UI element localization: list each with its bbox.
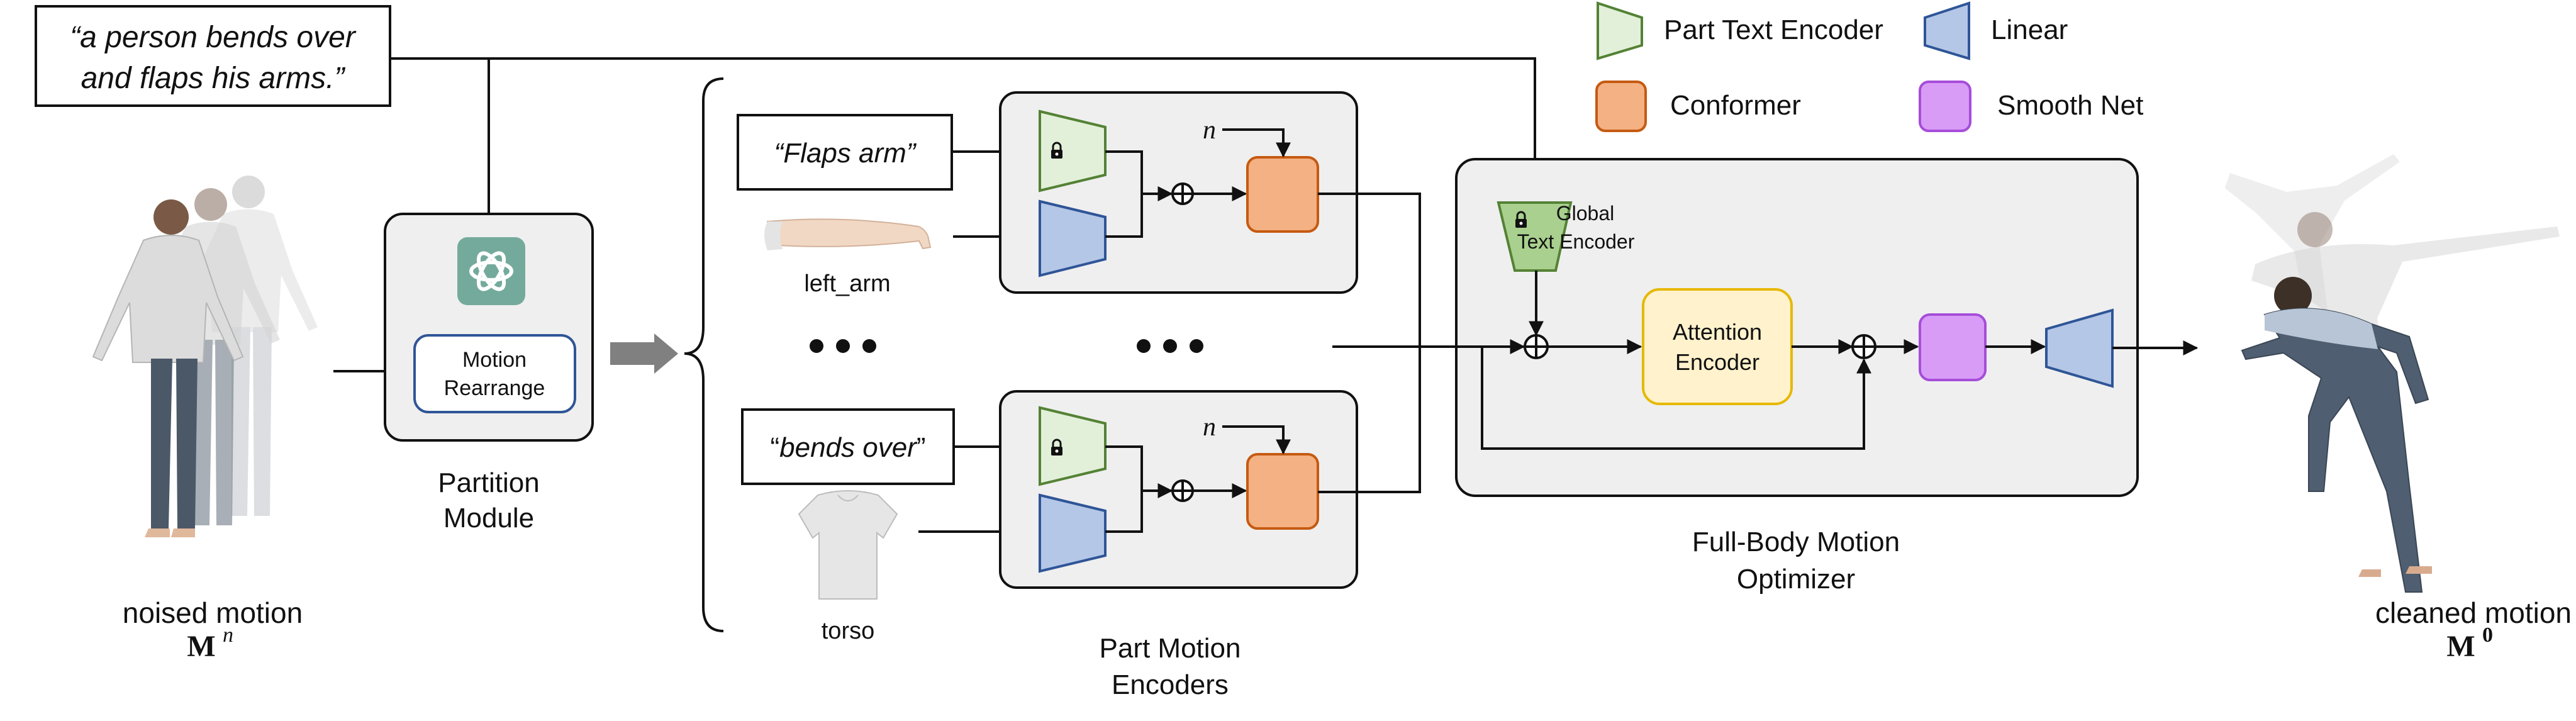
- motion-rearrange-box: [413, 334, 576, 413]
- text-prompt-line-2: and flaps his arms.”: [81, 62, 346, 95]
- attention-encoder-box: [1642, 288, 1793, 405]
- noised-motion-label: noised motion: [123, 596, 303, 629]
- prompt-to-global-encoder-line: [390, 57, 1542, 202]
- ellipsis-left: [810, 339, 876, 353]
- bottom-merge-line: [1105, 445, 1171, 533]
- skip-connection-line: [1481, 347, 1871, 450]
- top-merge-line: [1105, 150, 1171, 238]
- part-text-top: “Flaps arm”: [774, 138, 917, 169]
- motion-rearrange-label-1: Motion: [462, 348, 527, 372]
- global-encoder-label-1: Global: [1556, 202, 1615, 225]
- torso-label: torso: [822, 618, 874, 644]
- text-prompt: “a person bends over and flaps his arms.…: [35, 5, 391, 107]
- conformer-bottom-icon: [1246, 453, 1319, 530]
- ellipsis-right: [1137, 339, 1203, 353]
- full-body-optimizer: Global Text Encoder Attention Encoder: [1332, 158, 2139, 497]
- text-prompt-line-1: “a person bends over: [70, 21, 357, 54]
- attention-encoder-label-2: Encoder: [1675, 349, 1759, 375]
- partition-caption-2: Module: [443, 503, 534, 534]
- partition-caption-1: Partition: [438, 467, 539, 498]
- output-linear-icon: [2045, 308, 2114, 388]
- legend-linear-label: Linear: [1991, 14, 2068, 45]
- optimizer-panel: [1455, 158, 2139, 497]
- part-text-encoder-bottom-icon: [1039, 406, 1107, 486]
- cleaned-motion-label: cleaned motion: [2375, 596, 2572, 629]
- part-encoders-caption-2: Encoders: [1112, 669, 1229, 700]
- cleaned-motion-symbol-superscript: 0: [2482, 623, 2493, 647]
- partition-module: Motion Rearrange: [384, 213, 594, 442]
- part-text-encoder-top-icon: [1039, 109, 1107, 193]
- legend-purple-square-icon: [1919, 81, 1971, 132]
- global-encoder-label-2: Text Encoder: [1517, 230, 1635, 253]
- legend-blue-trapezoid-icon: [1924, 1, 1970, 60]
- noise-symbol-top: n: [1203, 116, 1216, 145]
- motion-rearrange-label-2: Rearrange: [444, 376, 545, 400]
- legend-part-text-encoder-label: Part Text Encoder: [1664, 14, 1883, 45]
- text-prompt-box: [35, 5, 391, 107]
- noised-figure-front: [92, 199, 244, 537]
- optimizer-add-operator-1-icon: [1524, 334, 1549, 359]
- left-arm-figure: [764, 218, 932, 250]
- bottom-add-operator-icon: [1171, 479, 1194, 502]
- cleaned-motion-symbol-base: M: [2446, 630, 2475, 663]
- part-text-bottom: “bends over”: [770, 432, 925, 463]
- attention-encoder-label-1: Attention: [1673, 319, 1762, 345]
- part-text-bottom-italic: bends over: [779, 432, 918, 463]
- optimizer-add-operator-2-icon: [1851, 334, 1876, 359]
- linear-top-icon: [1039, 199, 1107, 277]
- part-encoders-caption-1: Part Motion: [1100, 633, 1241, 664]
- partition-to-encoders-arrow: [610, 333, 678, 374]
- part-text-bottom-quote-open: “: [770, 432, 779, 463]
- noised-motion-symbol: M n: [187, 623, 233, 663]
- legend-linear: Linear: [1924, 1, 2068, 60]
- optimizer-caption-1: Full-Body Motion: [1692, 527, 1900, 557]
- top-add-operator-icon: [1171, 182, 1194, 205]
- legend-smooth-net: Smooth Net: [1919, 81, 2143, 132]
- noised-motion-figures: [92, 176, 318, 537]
- encoders-curly-brace: [684, 77, 724, 632]
- cleaned-motion-figures: [2225, 154, 2560, 593]
- noise-bottom-arrow: [1222, 425, 1291, 455]
- legend-smooth-net-label: Smooth Net: [1997, 90, 2143, 121]
- part-text-bottom-quote-close: ”: [917, 432, 926, 463]
- legend: Part Text Encoder Linear Conformer Smoot…: [1595, 1, 2143, 132]
- legend-green-trapezoid-icon: [1597, 1, 1643, 60]
- noise-symbol-bottom: n: [1203, 413, 1216, 442]
- noised-motion-symbol-superscript: n: [223, 623, 233, 647]
- smooth-net-icon: [1919, 313, 1987, 381]
- part-encoder-bottom: “bends over” torso n: [741, 347, 1421, 644]
- cleaned-figure-front: [2241, 277, 2432, 593]
- torso-figure: [798, 490, 898, 600]
- conformer-top-to-optimizer-line: [1318, 193, 1421, 347]
- legend-conformer: Conformer: [1595, 81, 1801, 132]
- part-encoder-top: “Flaps arm” left_arm n: [737, 91, 1421, 347]
- noised-motion-symbol-base: M: [187, 630, 215, 663]
- conformer-top-icon: [1246, 156, 1319, 233]
- legend-conformer-label: Conformer: [1670, 90, 1801, 121]
- left-arm-label: left_arm: [804, 271, 890, 297]
- optimizer-caption-2: Optimizer: [1737, 564, 1855, 595]
- cleaned-motion-symbol: M 0: [2446, 623, 2493, 663]
- legend-part-text-encoder: Part Text Encoder: [1597, 1, 1883, 60]
- conformer-bottom-to-optimizer-line: [1318, 347, 1421, 493]
- legend-orange-square-icon: [1595, 81, 1647, 132]
- openai-icon: [457, 237, 525, 305]
- linear-bottom-icon: [1039, 493, 1107, 573]
- cleaned-figure-ghost-2: [2251, 212, 2560, 444]
- noise-top-arrow: [1222, 128, 1291, 158]
- part-text-box-bottom: [741, 408, 955, 485]
